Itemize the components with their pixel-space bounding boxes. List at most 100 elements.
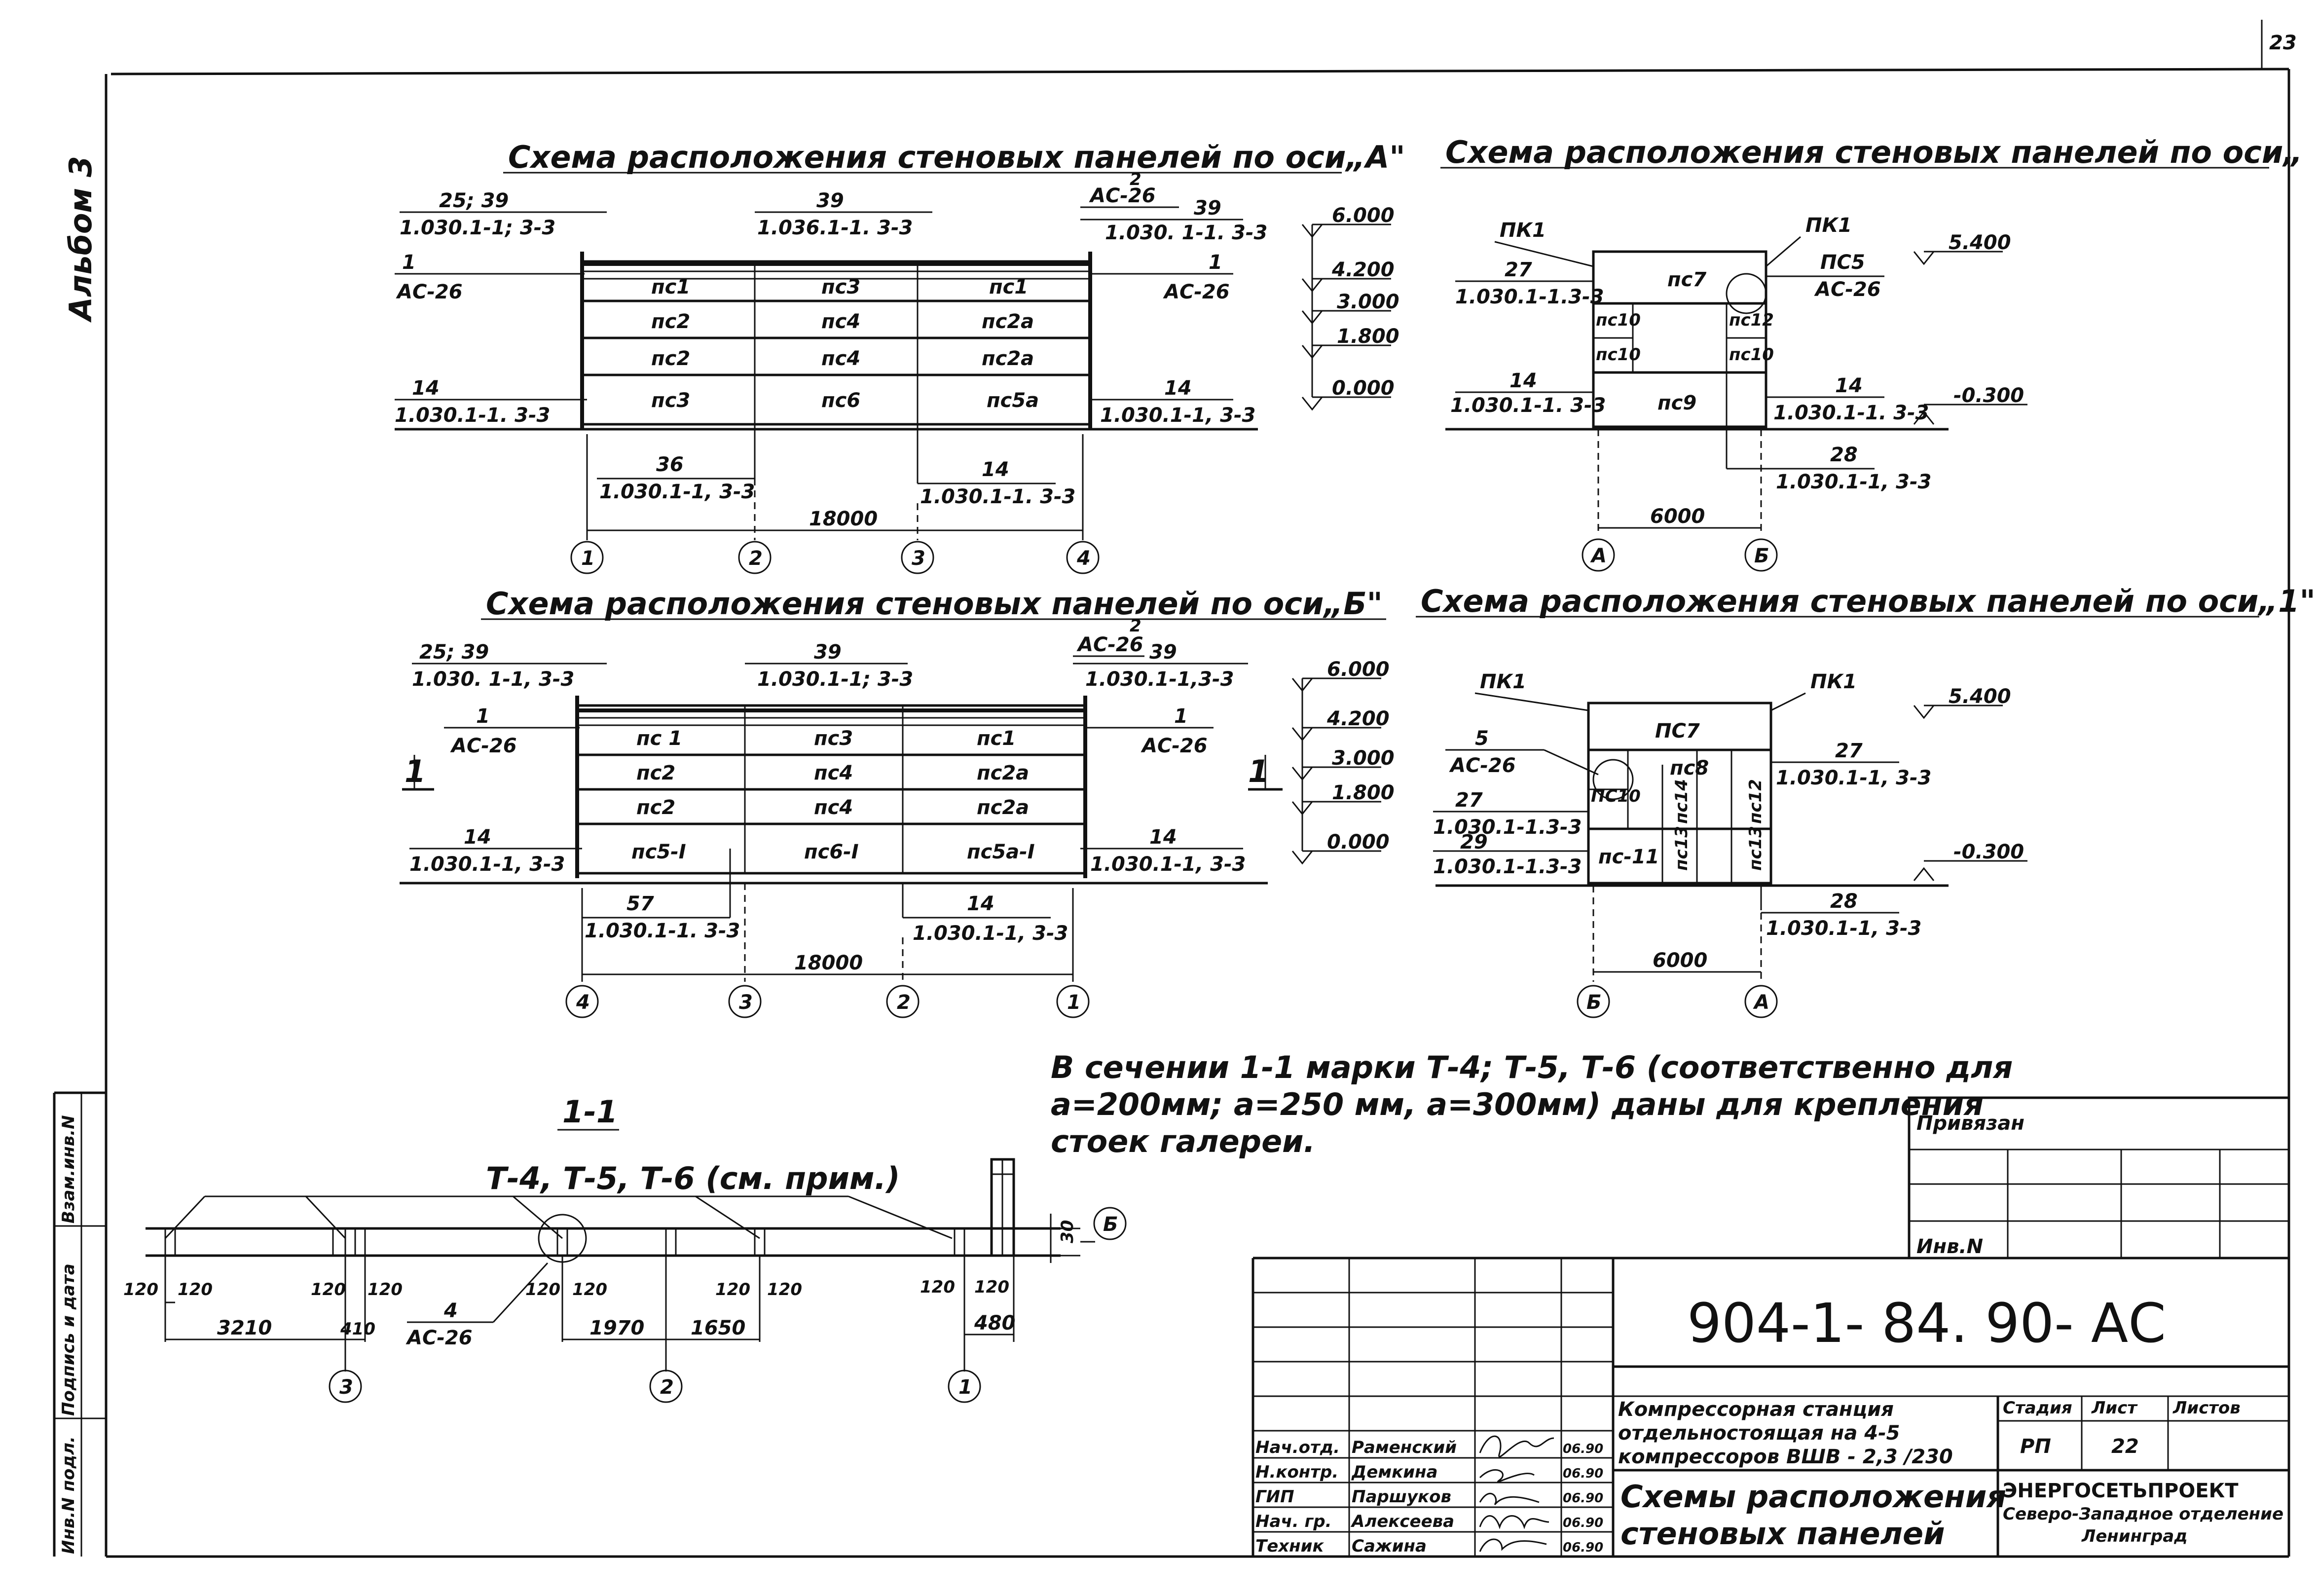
privyazan-title: Привязан xyxy=(1916,1112,2025,1135)
section-dim: 410 xyxy=(340,1319,375,1339)
title-block: 904-1- 84. 90- АС Компрессорная станция … xyxy=(1252,1257,2289,1557)
scheme-a-axis: 1 xyxy=(581,547,595,570)
privyazan-block: Привязан Инв.N xyxy=(1908,1096,2290,1260)
scheme-a-panel: пс3 xyxy=(651,389,690,412)
scheme-a-label: 14 xyxy=(982,458,1009,481)
scheme-b-panel: пс2 xyxy=(636,796,675,819)
scheme-b-label: АС-26 xyxy=(1076,633,1143,656)
section-dim: 120 xyxy=(123,1280,158,1299)
scheme-1-label: 1.030.1-1, 3-3 xyxy=(1766,917,1921,940)
scheme-b-section-mark: 1 xyxy=(405,753,426,789)
scheme-a-label: 1.030.1-1; 3-3 xyxy=(400,217,555,239)
column-sheets: Листов xyxy=(2172,1398,2241,1418)
scheme-b-label: АС-26 xyxy=(450,735,517,757)
org-branch: Северо-Западное отделение xyxy=(2003,1504,2283,1524)
scheme-a-label: АС-26 xyxy=(396,281,463,303)
section-axis: 3 xyxy=(339,1376,353,1399)
scheme-b-level: 4.200 xyxy=(1326,707,1390,730)
scheme-4-label: 1.030.1-1. 3-3 xyxy=(1450,394,1606,417)
section-callout: Т-4, Т-5, Т-6 (см. прим.) xyxy=(486,1160,900,1196)
person-role: ГИП xyxy=(1255,1487,1294,1507)
scheme-1-label: АС-26 xyxy=(1449,754,1516,777)
scheme-b-label: 14 xyxy=(464,826,491,849)
person-date: 06.90 xyxy=(1563,1442,1603,1456)
scheme-a-label: 25; 39 xyxy=(439,189,509,212)
scheme-b-label: АС-26 xyxy=(1141,735,1208,757)
scheme-1-label: 28 xyxy=(1830,890,1858,913)
scheme-1-label: ПК1 xyxy=(1810,670,1857,693)
scheme-a-label: 1 xyxy=(402,251,416,274)
scheme-a-panel: пс4 xyxy=(821,347,860,370)
scheme-a-level: 6.000 xyxy=(1332,204,1395,227)
section-1-1: 1-1 Т-4, Т-5, Т-6 (см. прим.) 30 xyxy=(123,1094,1127,1403)
scheme-4-panel: пс7 xyxy=(1667,268,1706,291)
scheme-1-panel: ПС7 xyxy=(1655,720,1700,742)
note: В сечении 1-1 марки Т-4; Т-5, Т-6 (соотв… xyxy=(1051,1049,2013,1159)
scheme-4-label: 1.030.1-1. 3-3 xyxy=(1773,402,1929,424)
scheme-a-label: 1.030.1-1. 3-3 xyxy=(920,485,1075,508)
scheme-b-label: 39 xyxy=(1149,641,1177,664)
scheme-a-label: 1.036.1-1. 3-3 xyxy=(757,217,913,239)
scheme-a-label: АС-26 xyxy=(1163,281,1230,303)
scheme-a-panel: пс2 xyxy=(651,347,690,370)
scheme-a-level: 1.800 xyxy=(1337,325,1399,348)
signature xyxy=(1479,1515,1549,1529)
scheme-4-panel: пс12 xyxy=(1729,310,1774,330)
person-date: 06.90 xyxy=(1563,1491,1603,1506)
section-dim: 120 xyxy=(920,1277,955,1297)
scheme-b-label: 1.030.1-1. 3-3 xyxy=(585,920,740,942)
scheme-4-panel: пс10 xyxy=(1729,345,1774,365)
scheme-1-label: 27 xyxy=(1455,789,1483,812)
project-line: компрессоров ВШВ - 2,3 /230 xyxy=(1618,1446,1953,1468)
section-dim: 120 xyxy=(525,1280,560,1299)
scheme-b-level: 0.000 xyxy=(1327,831,1390,854)
scheme-b-label: 14 xyxy=(967,892,994,915)
scheme-b-label: 2 xyxy=(1130,616,1141,636)
scheme-1-label: 27 xyxy=(1835,740,1863,762)
scheme-b-level: 6.000 xyxy=(1327,658,1390,681)
scheme-b-panel: пс 1 xyxy=(636,727,682,750)
scheme-4-level: 5.400 xyxy=(1949,231,2011,254)
person-name: Паршуков xyxy=(1352,1487,1451,1507)
scheme-4-level: -0.300 xyxy=(1953,384,2024,407)
stage-value: РП xyxy=(2020,1435,2051,1458)
scheme-1-label: ПК1 xyxy=(1480,670,1526,693)
section-dim: 3210 xyxy=(217,1317,272,1339)
scheme-b-level: 3.000 xyxy=(1332,747,1395,770)
scheme-1-panel: пс13 xyxy=(1746,826,1766,871)
scheme-b-section-mark: 1 xyxy=(1248,753,1269,789)
scheme-4-label: 14 xyxy=(1509,370,1537,392)
scheme-axis-b: Схема расположения стеновых панелей по о… xyxy=(400,586,1395,1018)
scheme-1-axis: А xyxy=(1753,991,1769,1014)
scheme-a-label: 14 xyxy=(1164,377,1192,400)
scheme-b-title: Схема расположения стеновых панелей по о… xyxy=(486,586,1383,622)
scheme-4-dimension: 6000 xyxy=(1650,505,1705,528)
scheme-4-label: ПК1 xyxy=(1805,214,1852,237)
album-label: Альбом 3 xyxy=(63,156,99,323)
scheme-axis-a: Схема расположения стеновых панелей по о… xyxy=(395,139,1405,574)
section-dim: 120 xyxy=(368,1280,403,1299)
scheme-1-panel: пс13 xyxy=(1672,826,1692,871)
person-role: Нач.отд. xyxy=(1255,1438,1340,1457)
scheme-4-label: 27 xyxy=(1505,259,1532,281)
scheme-b-panel: пс1 xyxy=(977,727,1016,750)
scheme-b-levels: 6.000 4.200 3.000 1.800 0.000 xyxy=(1291,658,1395,865)
person-date: 06.90 xyxy=(1563,1466,1603,1481)
page-number: 23 xyxy=(2269,32,2297,54)
scheme-4-panel: пс10 xyxy=(1596,310,1641,330)
scheme-a-panel: пс2а xyxy=(982,310,1034,333)
scheme-b-label: 1.030.1-1, 3-3 xyxy=(409,853,565,876)
sheet-value: 22 xyxy=(2111,1435,2139,1458)
project-line: отдельностоящая на 4-5 xyxy=(1618,1422,1900,1445)
scheme-b-label: 1.030.1-1,3-3 xyxy=(1085,668,1234,691)
scheme-4-label: 28 xyxy=(1830,444,1858,466)
scheme-1-level: -0.300 xyxy=(1953,841,2024,863)
scheme-b-panel: пс4 xyxy=(814,796,853,819)
scheme-b-axis: 2 xyxy=(897,991,911,1014)
scheme-b-label: 1.030.1-1; 3-3 xyxy=(757,668,913,691)
scheme-1-panel: пс12 xyxy=(1746,779,1766,824)
scheme-1-axis: Б xyxy=(1586,991,1602,1014)
person-name: Демкина xyxy=(1351,1462,1437,1482)
strip-orig-inv: Инв.N подл. xyxy=(59,1436,78,1554)
